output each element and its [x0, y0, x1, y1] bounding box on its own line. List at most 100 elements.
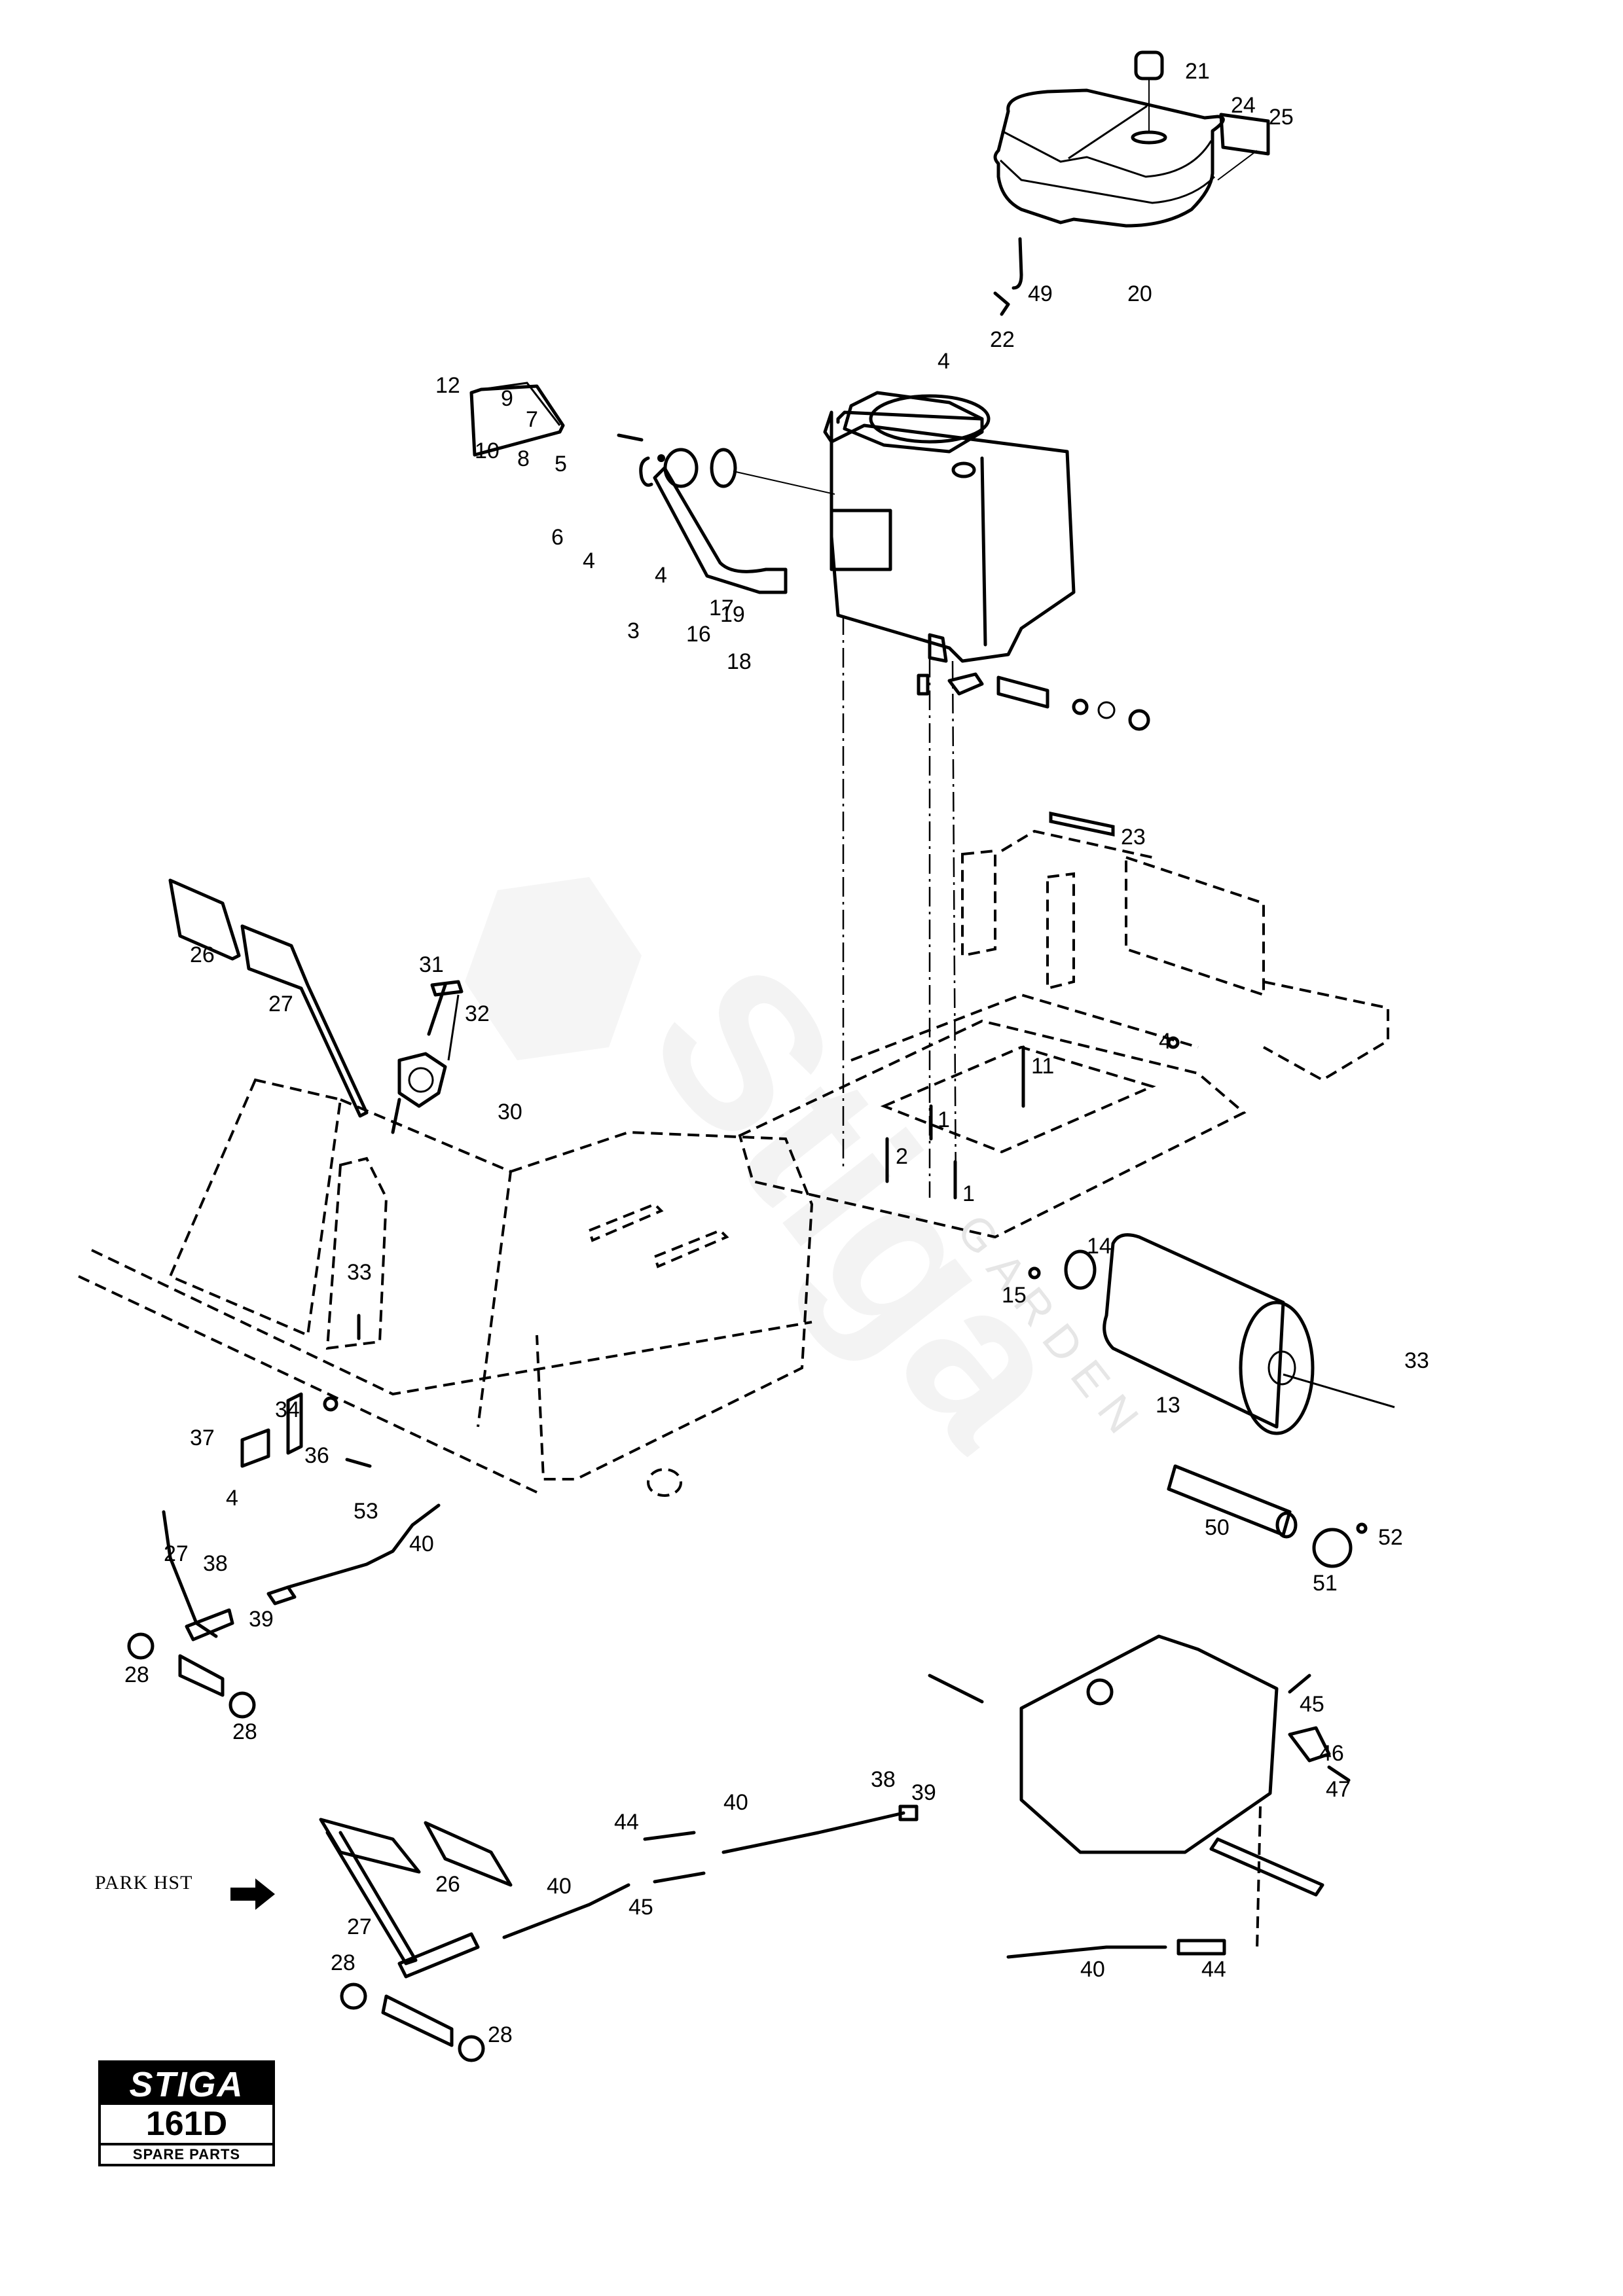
callout: 15	[1002, 1283, 1027, 1308]
chassis-group	[738, 811, 1389, 1239]
callout: 18	[727, 649, 752, 674]
manifold-group	[469, 382, 835, 594]
engine-group	[823, 391, 1076, 1198]
callout: 47	[1326, 1777, 1351, 1802]
callout: 28	[488, 2022, 513, 2047]
callout: 12	[435, 373, 460, 398]
engine-block	[823, 410, 1076, 663]
callout: 28	[124, 1662, 149, 1687]
transmission-housing	[1019, 1634, 1279, 1854]
callout: 20	[1127, 281, 1152, 306]
callout: 46	[1319, 1741, 1344, 1766]
bolt-34	[323, 1396, 338, 1412]
shaft-group	[1167, 1464, 1368, 1568]
ring-19	[1097, 701, 1116, 719]
upper-pedals-group	[168, 878, 464, 1134]
callout: 45	[629, 1895, 653, 1920]
callout: 49	[1028, 281, 1053, 306]
callout: 25	[1269, 105, 1294, 130]
nut-4	[1167, 1036, 1180, 1049]
callout: 4	[226, 1486, 238, 1511]
muffler-group	[1028, 1233, 1395, 1435]
bracket-46	[1288, 1726, 1331, 1763]
callout: 39	[249, 1607, 274, 1632]
fitting	[928, 633, 948, 663]
callout: 33	[347, 1260, 372, 1285]
callout: 39	[911, 1780, 936, 1805]
callout: 7	[526, 407, 538, 432]
cable-40-left	[502, 1883, 630, 1939]
spring-53	[345, 1458, 372, 1468]
model-number: 161D	[101, 2105, 272, 2145]
spring-45	[1288, 1674, 1311, 1694]
axle-pin	[996, 675, 1049, 709]
fuel-hose	[1012, 237, 1023, 290]
callout: 33	[1404, 1348, 1429, 1373]
clamp-51	[1312, 1528, 1353, 1568]
park-hst-label: PARK HST	[95, 1872, 193, 1893]
muffler-13	[1103, 1233, 1285, 1429]
pin-3	[917, 673, 930, 696]
bracket-group	[240, 1314, 372, 1468]
callout: 40	[409, 1532, 434, 1556]
callout: 40	[723, 1790, 748, 1815]
callout: 44	[1201, 1957, 1226, 1982]
hose-clamp	[993, 291, 1010, 316]
callout: 1	[938, 1107, 950, 1132]
filler-neck	[1131, 130, 1167, 145]
callout: 8	[517, 446, 530, 471]
callout: 52	[1378, 1525, 1403, 1550]
cable-40	[286, 1503, 441, 1589]
bolt	[617, 433, 644, 442]
fuel-tank	[993, 88, 1225, 228]
screw-47	[1327, 1765, 1351, 1782]
nut-15	[1028, 1266, 1041, 1280]
park-hst-group	[319, 1804, 919, 2062]
pedal-pad-26	[168, 878, 241, 961]
callout: 3	[627, 619, 640, 643]
callout: 45	[1300, 1692, 1324, 1717]
callout: 37	[190, 1426, 215, 1450]
nut-18	[1128, 709, 1150, 731]
callout: 4	[1159, 1029, 1171, 1054]
callout: 50	[1205, 1515, 1230, 1540]
callout: 1	[962, 1181, 975, 1206]
flange-14	[1064, 1249, 1097, 1290]
exhaust-pipe	[653, 466, 788, 594]
watermark-text: Stiga	[603, 920, 1121, 1487]
transmission-group	[928, 1634, 1351, 1959]
callout: 21	[1185, 59, 1210, 84]
callout: 5	[555, 452, 567, 476]
callout: 13	[1156, 1393, 1180, 1418]
bushing-28a	[127, 1632, 155, 1660]
callout: 22	[990, 327, 1015, 352]
bushing-28b	[228, 1691, 256, 1719]
bushing-tube-b	[381, 1994, 454, 2047]
callout: 17	[709, 596, 734, 620]
callout: 53	[354, 1499, 378, 1524]
bracket-37	[240, 1428, 270, 1468]
screw-52	[1356, 1522, 1368, 1534]
callout: 27	[164, 1541, 189, 1566]
fuel-cap	[1134, 50, 1164, 81]
cable-40-right	[721, 1811, 905, 1854]
callout: 9	[501, 386, 513, 411]
callout: 24	[1231, 93, 1256, 118]
callout: 32	[465, 1001, 490, 1026]
callout: 28	[232, 1719, 257, 1744]
input-shaft	[928, 1674, 984, 1704]
trim-strip-23	[1049, 811, 1115, 837]
cable-40-lower	[1006, 1945, 1167, 1959]
bracket-36	[286, 1392, 303, 1455]
hood-panel	[168, 1078, 342, 1337]
dipstick-tube	[980, 456, 987, 647]
callout: 19	[720, 602, 745, 627]
fuel-tank-group	[993, 50, 1270, 316]
pedal-rod-27	[162, 1510, 218, 1638]
callout: 16	[686, 622, 711, 647]
callout: 31	[419, 952, 444, 977]
callout: 2	[896, 1144, 908, 1169]
brand-hexagon-icon	[465, 877, 642, 1060]
callout: 4	[655, 563, 667, 588]
